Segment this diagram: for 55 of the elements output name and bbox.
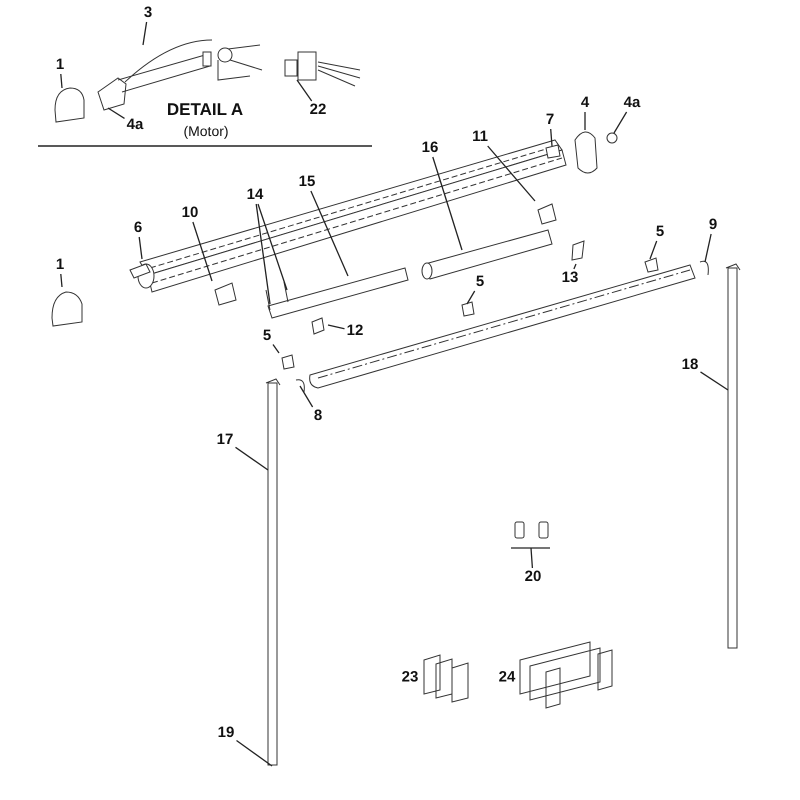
leader-line — [700, 371, 728, 391]
callout-number: 4a — [126, 117, 144, 133]
leader-line — [296, 80, 312, 102]
callout-number: 18 — [682, 357, 698, 373]
leader-line — [432, 156, 463, 250]
callout-number: 24 — [498, 668, 516, 686]
callout-number: 23 — [402, 668, 418, 686]
callout-number: 16 — [422, 140, 438, 156]
leader-line — [60, 74, 63, 88]
leader-line — [466, 290, 476, 304]
callout-number: 4 — [580, 95, 590, 111]
leader-line — [649, 240, 658, 260]
detail-caption: (Motor) — [183, 123, 229, 139]
leader-line — [704, 234, 712, 262]
callout-number: 1 — [56, 257, 64, 273]
callout-number: 5 — [476, 274, 484, 290]
leader-bracket — [510, 547, 551, 569]
leader-line — [573, 264, 577, 270]
leader-line — [192, 222, 213, 282]
leader-line — [550, 128, 553, 146]
callout-number: 9 — [708, 217, 718, 233]
leader-line — [310, 190, 349, 276]
leader-line — [613, 112, 628, 134]
leader-line — [257, 204, 288, 290]
callout-number: 15 — [298, 174, 316, 190]
leader-line — [108, 107, 125, 119]
callout-number: 6 — [134, 220, 142, 236]
leader-line — [236, 740, 272, 767]
leader-line — [328, 324, 345, 330]
leader-line — [256, 204, 271, 304]
callout-number: 7 — [546, 112, 554, 128]
callout-number: 5 — [656, 224, 664, 240]
leader-line — [584, 112, 586, 130]
callout-number: 22 — [310, 102, 326, 118]
callout-number: 13 — [562, 270, 578, 286]
callout-number: 14 — [246, 187, 264, 203]
callout-number: 4a — [624, 95, 640, 111]
callout-number: 11 — [472, 129, 488, 145]
leader-line — [487, 146, 536, 202]
callout-number: 5 — [262, 328, 272, 344]
callout-number: 20 — [524, 569, 542, 585]
callout-number: 19 — [218, 725, 234, 741]
callout-number: 12 — [346, 323, 364, 339]
leader-line — [138, 236, 143, 260]
leader-line — [60, 274, 63, 288]
callout-number: 8 — [314, 408, 322, 424]
callout-number: 1 — [56, 57, 64, 73]
leader-line — [299, 386, 314, 408]
detail-heading: DETAIL A — [166, 100, 244, 120]
leader-line — [235, 446, 268, 471]
leader-line — [272, 344, 280, 354]
callout-number: 17 — [216, 432, 234, 448]
callout-number: 10 — [182, 205, 198, 221]
callout-number: 3 — [144, 5, 152, 21]
leader-line — [142, 22, 148, 46]
